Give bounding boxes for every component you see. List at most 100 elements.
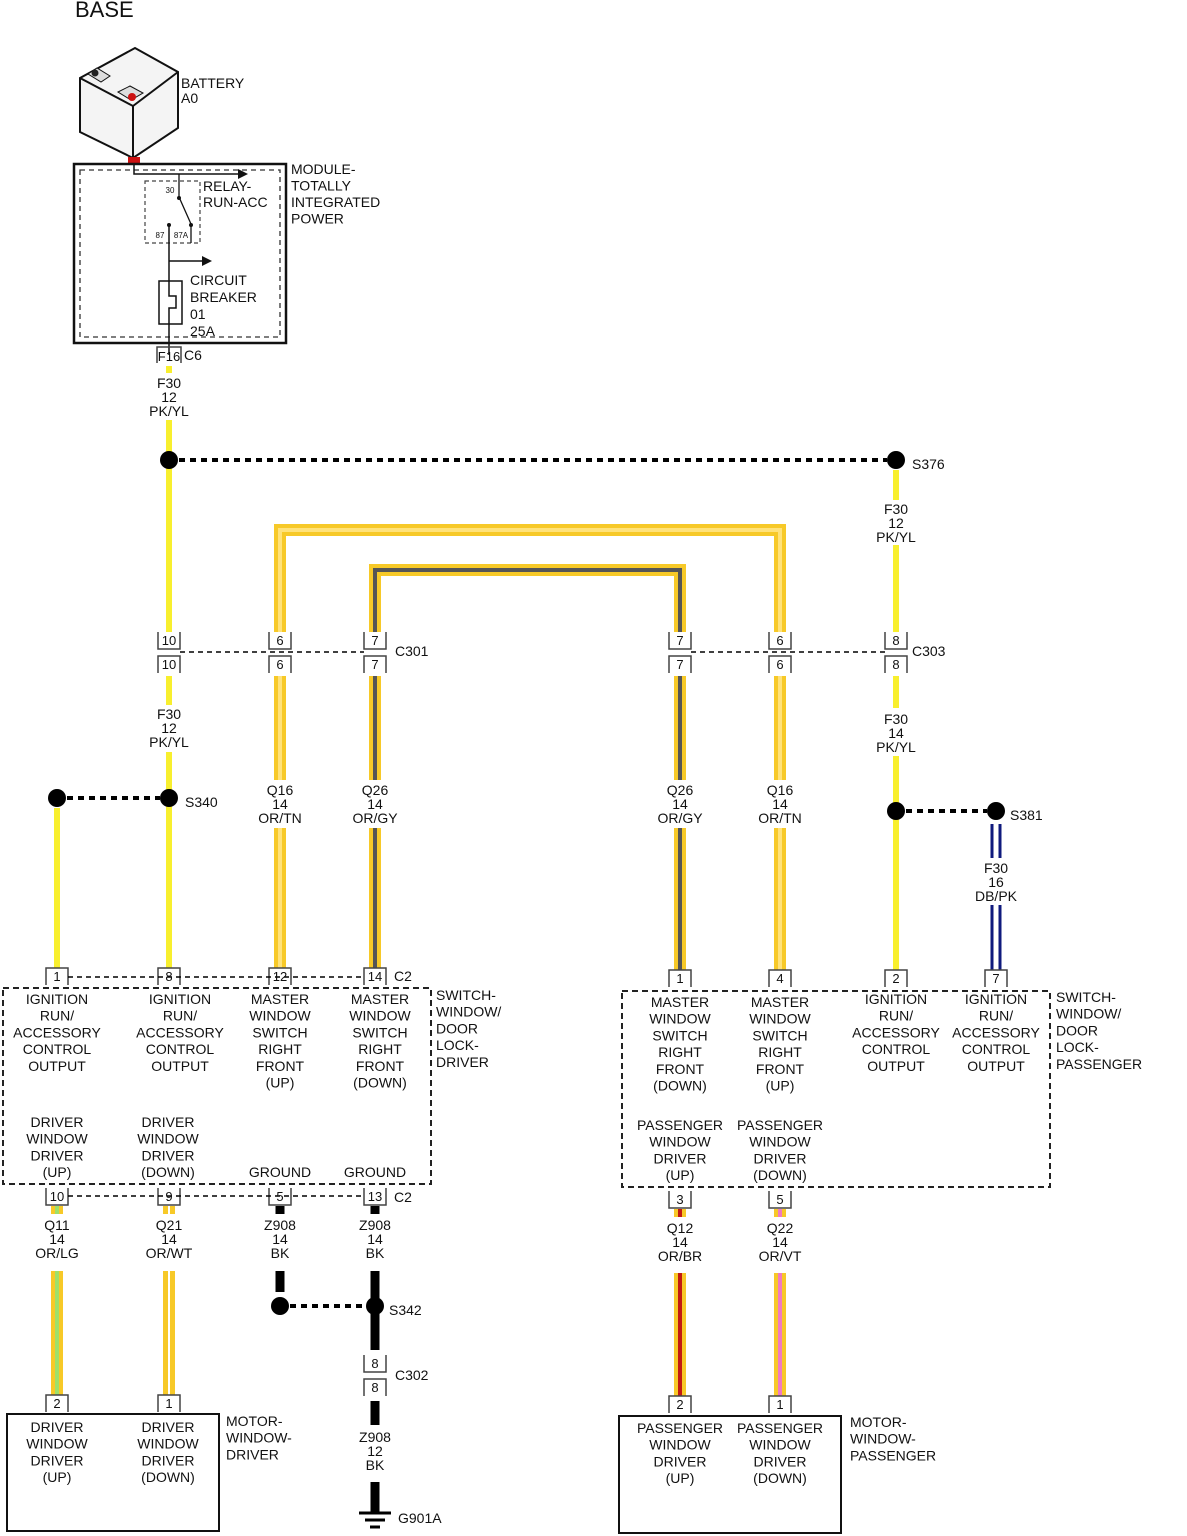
pin-number: 8 bbox=[892, 657, 899, 672]
switch-driver-function: MASTER bbox=[351, 991, 409, 1007]
pin-bracket bbox=[768, 655, 792, 673]
motor-driver-name: DRIVER bbox=[226, 1446, 279, 1462]
components-layer bbox=[2, 46, 1051, 1534]
splice-dot bbox=[48, 789, 66, 807]
relay-label: RUN-ACC bbox=[203, 194, 268, 210]
pin-bracket bbox=[768, 632, 792, 650]
switch-passenger-function: IGNITION bbox=[965, 991, 1027, 1007]
module-tip-box bbox=[72, 162, 288, 345]
pin-number: 12 bbox=[273, 969, 287, 984]
wire-label-line: OR/GY bbox=[352, 810, 398, 826]
wire-q26-loop bbox=[369, 564, 686, 640]
connector-c303-pin bbox=[884, 655, 908, 673]
motor-passenger-pin bbox=[668, 1395, 692, 1413]
connector-c303-pin bbox=[768, 655, 792, 673]
motor-driver-name: WINDOW- bbox=[226, 1430, 292, 1446]
connector-c301-pin bbox=[268, 632, 292, 650]
ground-icon bbox=[359, 1511, 391, 1529]
pin-bracket bbox=[157, 1394, 181, 1412]
pin-number: 7 bbox=[992, 971, 999, 986]
switch-passenger-name: LOCK- bbox=[1056, 1039, 1099, 1055]
switch-passenger-name: SWITCH- bbox=[1056, 989, 1116, 1005]
switch-driver-function: WINDOW bbox=[349, 1008, 411, 1024]
relay-pin-30: 30 bbox=[166, 186, 175, 195]
wire-label-line: 12 bbox=[888, 515, 904, 531]
pin-bracket bbox=[363, 632, 387, 650]
pin-bg bbox=[985, 970, 1007, 987]
wire-label-line: OR/GY bbox=[657, 810, 703, 826]
switch-driver-function: CONTROL bbox=[146, 1041, 215, 1057]
wire-label-line: 14 bbox=[161, 1231, 177, 1247]
connector-c2-top-pin bbox=[363, 967, 387, 985]
battery-terminal-pos bbox=[116, 85, 145, 101]
wire-stripe bbox=[373, 568, 682, 640]
pin-number: 8 bbox=[371, 1380, 378, 1395]
wire-label-line: PK/YL bbox=[876, 529, 916, 545]
switch-driver-function: SWITCH bbox=[352, 1024, 407, 1040]
pin-number: 9 bbox=[165, 1189, 172, 1204]
switch-passenger-name: DOOR bbox=[1056, 1022, 1098, 1038]
pin-number: 5 bbox=[276, 1189, 283, 1204]
switch-passenger-function: WINDOW bbox=[749, 1134, 811, 1150]
module-tip-name: TOTALLY bbox=[291, 178, 352, 194]
pin-bg bbox=[669, 970, 691, 987]
circuit-breaker-label: BREAKER bbox=[190, 289, 257, 305]
wire-label-line: 12 bbox=[367, 1443, 383, 1459]
wire-label-line: 14 bbox=[49, 1231, 65, 1247]
switch-driver-function: GROUND bbox=[249, 1164, 311, 1180]
circuit-breaker-label: 01 bbox=[190, 306, 206, 322]
pin-number: 5 bbox=[776, 1192, 783, 1207]
wire-label-line: 14 bbox=[272, 1231, 288, 1247]
switch-passenger-function: WINDOW bbox=[649, 1134, 711, 1150]
battery-icon bbox=[79, 46, 179, 160]
switch-driver-function: WINDOW bbox=[249, 1008, 311, 1024]
switch-driver-function: RIGHT bbox=[358, 1041, 402, 1057]
switch-passenger-function: WINDOW bbox=[649, 1011, 711, 1027]
wire-label-line: PK/YL bbox=[149, 403, 189, 419]
wire-label-line: Q26 bbox=[362, 782, 389, 798]
connector-passenger-top-pin bbox=[884, 969, 908, 987]
pin-bg bbox=[885, 656, 907, 673]
wire-q16-loop bbox=[274, 524, 786, 640]
switch-passenger-function: WINDOW bbox=[749, 1011, 811, 1027]
wire-label-line: OR/TN bbox=[758, 810, 802, 826]
pin-number: 1 bbox=[676, 971, 683, 986]
switch-driver-function: MASTER bbox=[251, 991, 309, 1007]
motor-passenger-function: WINDOW bbox=[649, 1437, 711, 1453]
pin-number: 6 bbox=[776, 657, 783, 672]
connector-c302-pin bbox=[363, 1355, 387, 1373]
pin-bg bbox=[885, 632, 907, 649]
switch-driver-function: ACCESSORY bbox=[136, 1024, 224, 1040]
switch-passenger-function: FRONT bbox=[656, 1061, 705, 1077]
switch-driver-function: DRIVER bbox=[142, 1147, 195, 1163]
splice-s340-label: S340 bbox=[185, 794, 218, 810]
switch-passenger-function: (UP) bbox=[666, 1167, 695, 1183]
switch-passenger-function: RIGHT bbox=[658, 1044, 702, 1060]
battery-terminal-pos-post bbox=[128, 93, 136, 101]
pin-bg bbox=[885, 970, 907, 987]
pin-number: 7 bbox=[371, 633, 378, 648]
connector-c303-pin bbox=[884, 632, 908, 650]
connector-c301-pin bbox=[363, 632, 387, 650]
switch-driver-function: SWITCH bbox=[252, 1024, 307, 1040]
connector-passenger-bottom-pin bbox=[768, 1191, 792, 1209]
pin-bg bbox=[769, 1191, 791, 1208]
battery-name: BATTERY bbox=[181, 75, 245, 91]
switch-driver-function: (UP) bbox=[266, 1075, 295, 1091]
pin-bracket bbox=[768, 1395, 792, 1413]
pin-bg bbox=[158, 656, 180, 673]
switch-passenger-function: RIGHT bbox=[758, 1044, 802, 1060]
connector-c301-pin bbox=[268, 655, 292, 673]
circuit-breaker-label: CIRCUIT bbox=[190, 272, 247, 288]
splice-s381-label: S381 bbox=[1010, 807, 1043, 823]
switch-driver-function: (DOWN) bbox=[141, 1164, 195, 1180]
connector-c2-bottom-pin bbox=[363, 1188, 387, 1206]
switch-passenger-function: SWITCH bbox=[652, 1027, 707, 1043]
pin-number: 2 bbox=[676, 1397, 683, 1412]
splice-s342-label: S342 bbox=[389, 1302, 422, 1318]
pin-bg bbox=[158, 632, 180, 649]
switch-driver-name: SWITCH- bbox=[436, 987, 496, 1003]
wire-label-line: PK/YL bbox=[876, 739, 916, 755]
pin-number: 7 bbox=[676, 657, 683, 672]
